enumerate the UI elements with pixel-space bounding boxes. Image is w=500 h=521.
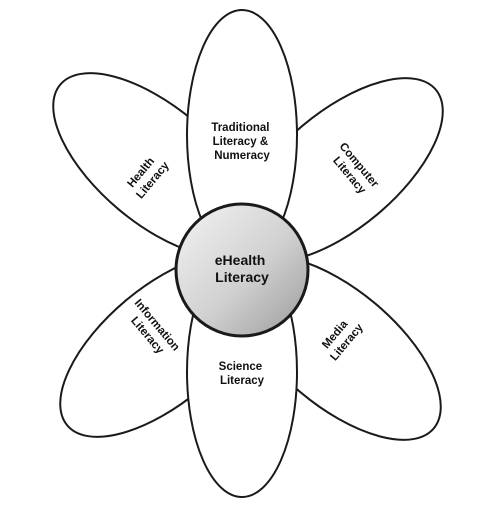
petal-science-label: Science Literacy [219,361,266,387]
petal-label-line: Numeracy [214,150,270,162]
center-label-line: eHealth [215,252,266,268]
petal-label-line: Literacy & [213,136,269,148]
petal-traditional-label: Traditional Literacy & Numeracy [211,122,272,162]
center-circle [174,202,310,338]
center-node: eHealth Literacy [174,202,310,338]
petal-label-line: Literacy [220,375,265,387]
petal-computer: Computer Literacy [236,77,444,263]
petal-label-line: Science [219,361,262,373]
petal-label-line: Traditional [211,122,269,134]
center-label: eHealth Literacy [215,252,269,285]
center-label-line: Literacy [215,269,269,285]
petal-traditional: Traditional Literacy & Numeracy [186,9,298,261]
